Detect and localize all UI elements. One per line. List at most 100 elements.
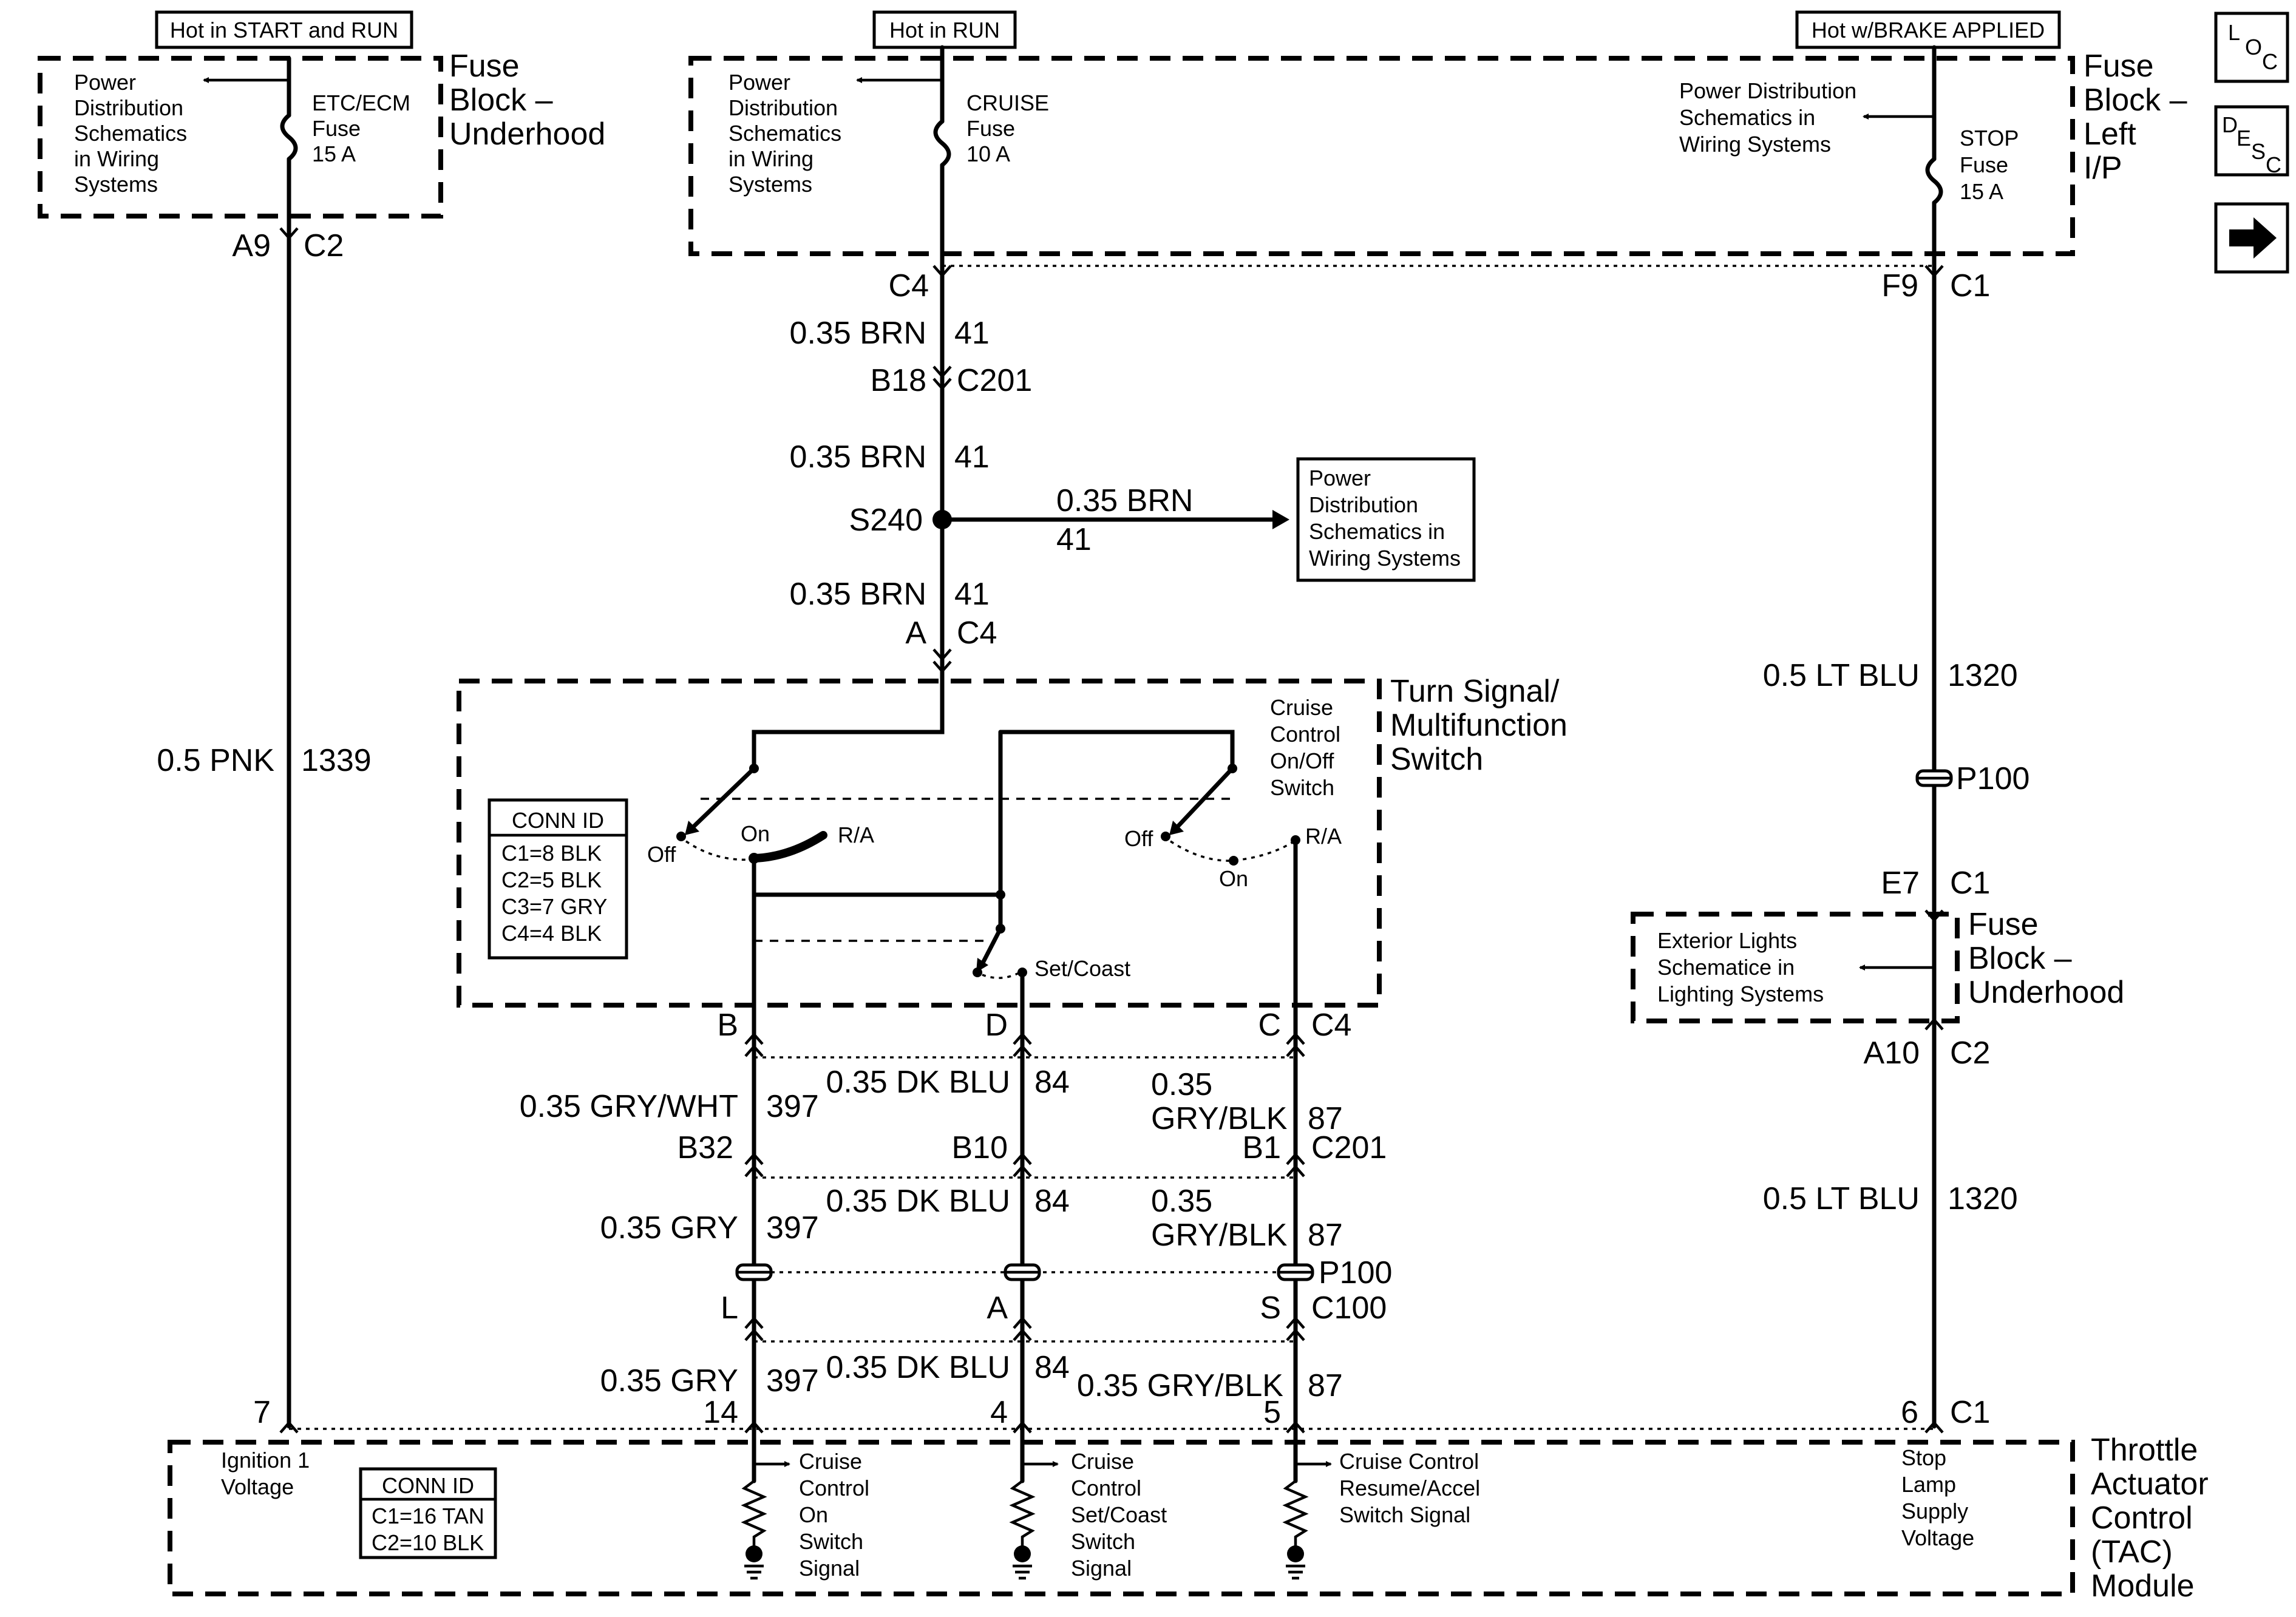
svg-text:Distribution: Distribution <box>729 95 838 120</box>
svg-text:Power: Power <box>74 70 136 95</box>
wire-pnk-num: 1339 <box>301 743 372 778</box>
tac-stop-lamp-label: Stop Lamp Supply Voltage <box>1901 1445 1974 1550</box>
hot-run-text: Hot in RUN <box>889 18 1000 42</box>
conn-l-pin: L <box>721 1290 738 1326</box>
wire-gry-label-1: 0.35 GRY <box>600 1210 738 1246</box>
switch-left-off-contact <box>676 832 686 841</box>
power-dist-right: Power Distribution Schematics in Wiring … <box>1679 78 1856 157</box>
svg-text:Left: Left <box>2084 117 2136 152</box>
conn-c2-top: C2 <box>304 228 344 263</box>
conn-b1: B1 <box>1242 1130 1281 1165</box>
svg-text:Multifunction: Multifunction <box>1390 708 1567 743</box>
brn-branch-arrow-icon <box>1272 510 1289 529</box>
switch-right-feed-wire <box>998 730 1235 771</box>
wire-gry-blk-b-1: GRY/BLK <box>1151 1101 1288 1136</box>
conn-a10: A10 <box>1863 1036 1920 1071</box>
hot-brake-label: Hot w/BRAKE APPLIED <box>1795 10 2061 49</box>
conn-pin14: 14 <box>703 1395 738 1430</box>
svg-text:Underhood: Underhood <box>449 117 605 152</box>
svg-text:10 A: 10 A <box>966 141 1010 166</box>
conn-pin7: 7 <box>253 1395 271 1430</box>
svg-text:Actuator: Actuator <box>2091 1466 2209 1502</box>
tac-input-set-circuit <box>1009 1424 1059 1580</box>
svg-text:C1=8 BLK: C1=8 BLK <box>501 841 602 866</box>
set-coast-blade <box>979 926 1003 969</box>
wire-84-num-2: 84 <box>1034 1184 1070 1219</box>
svg-text:Signal: Signal <box>1071 1556 1132 1581</box>
svg-text:Control: Control <box>799 1476 869 1500</box>
svg-text:Lighting Systems: Lighting Systems <box>1657 981 1824 1006</box>
svg-text:Throttle: Throttle <box>2091 1432 2198 1468</box>
conn-a-low: A <box>987 1290 1008 1326</box>
wire-ltblu-num-1: 1320 <box>1948 658 2018 693</box>
power-dist-splice-box <box>1296 457 1476 582</box>
conn-s240: S240 <box>849 503 923 538</box>
set-coast-label: Set/Coast <box>1034 956 1130 981</box>
svg-text:Supply: Supply <box>1901 1499 1968 1524</box>
a9-connector-symbol <box>279 227 299 240</box>
desc-d: D <box>2222 112 2238 137</box>
svg-text:in Wiring: in Wiring <box>729 146 813 171</box>
tac-input-resume-circuit <box>1282 1424 1332 1580</box>
desc-button[interactable]: D E S C <box>2214 105 2289 177</box>
svg-text:Schematics: Schematics <box>729 121 841 146</box>
wire-87-num-2: 87 <box>1308 1218 1343 1253</box>
conn-c2-right: C2 <box>1950 1036 1990 1071</box>
wire-397-num-2: 397 <box>766 1210 819 1246</box>
svg-text:C1=16 TAN: C1=16 TAN <box>372 1503 484 1528</box>
wire-gry-wht-label: 0.35 GRY/WHT <box>520 1089 738 1124</box>
stop-fuse-label: STOP Fuse 15 A <box>1960 126 2019 204</box>
tac-ignition-label: Ignition 1 Voltage <box>221 1448 310 1499</box>
svg-text:Cruise: Cruise <box>799 1449 862 1474</box>
conn-id-switch-table: CONN ID C1=8 BLK C2=5 BLK C3=7 GRY C4=4 … <box>487 798 628 960</box>
conn-p100-right: P100 <box>1956 761 2029 796</box>
svg-text:Underhood: Underhood <box>1968 975 2124 1010</box>
turn-signal-switch-label: Turn Signal/ Multifunction Switch <box>1390 674 1567 777</box>
svg-text:Fuse: Fuse <box>966 116 1015 141</box>
svg-text:Systems: Systems <box>74 172 158 197</box>
svg-text:Switch: Switch <box>1390 742 1483 777</box>
next-page-button[interactable] <box>2214 202 2289 274</box>
loc-button[interactable]: L O C <box>2214 12 2289 83</box>
wire-brn-label-1: 0.35 BRN <box>790 316 926 351</box>
wire-brn-label-2: 0.35 BRN <box>790 439 926 475</box>
svg-text:(TAC): (TAC) <box>2091 1534 2173 1570</box>
power-dist-splice-text: Power Distribution Schematics in Wiring … <box>1309 466 1461 571</box>
wire-ltblu-num-2: 1320 <box>1948 1181 2018 1216</box>
svg-text:Block –: Block – <box>449 83 553 118</box>
svg-text:I/P: I/P <box>2084 151 2122 186</box>
svg-text:CRUISE: CRUISE <box>966 90 1049 115</box>
svg-text:Exterior Lights: Exterior Lights <box>1657 928 1797 953</box>
svg-text:Voltage: Voltage <box>1901 1525 1974 1550</box>
loc-c: C <box>2262 49 2278 74</box>
b18-connector-symbol <box>932 365 952 391</box>
fuse-block-left-ip-label: Fuse Block – Left I/P <box>2084 49 2187 186</box>
svg-text:C4=4 BLK: C4=4 BLK <box>501 921 602 946</box>
conn-b18: B18 <box>870 363 926 398</box>
svg-text:Voltage: Voltage <box>221 1474 294 1499</box>
hot-start-run-text: Hot in START and RUN <box>170 18 398 42</box>
cruise-fuse-label: CRUISE Fuse 10 A <box>966 90 1049 166</box>
svg-text:in Wiring: in Wiring <box>74 146 159 171</box>
wire-dk-blu-label-1: 0.35 DK BLU <box>826 1065 1011 1100</box>
conn-pin6: 6 <box>1901 1395 1918 1430</box>
wire-brn-branch-num: 41 <box>1056 522 1092 557</box>
svg-text:Fuse: Fuse <box>312 116 361 141</box>
conn-c1-top: C1 <box>1950 268 1990 303</box>
wire-ltblu-label-1: 0.5 LT BLU <box>1763 658 1920 693</box>
conn-e7: E7 <box>1881 866 1920 901</box>
hot-brake-text: Hot w/BRAKE APPLIED <box>1812 18 2045 42</box>
wire-gry-blk-a-2: 0.35 <box>1151 1184 1212 1219</box>
conn-a9: A9 <box>232 228 271 263</box>
svg-text:Power: Power <box>729 70 790 95</box>
svg-text:Resume/Accel: Resume/Accel <box>1339 1476 1480 1500</box>
svg-text:Power: Power <box>1309 466 1371 490</box>
hot-run-label: Hot in RUN <box>872 10 1017 49</box>
conn-pin5: 5 <box>1263 1395 1281 1430</box>
conn-c1-bot: C1 <box>1950 1395 1990 1430</box>
wire-gry-blk-b-2: GRY/BLK <box>1151 1218 1288 1253</box>
wire-gry-blk-a-1: 0.35 <box>1151 1067 1212 1102</box>
svg-text:C2=5 BLK: C2=5 BLK <box>501 867 602 892</box>
fuse-block-underhood-right-label: Fuse Block – Underhood <box>1968 907 2124 1010</box>
